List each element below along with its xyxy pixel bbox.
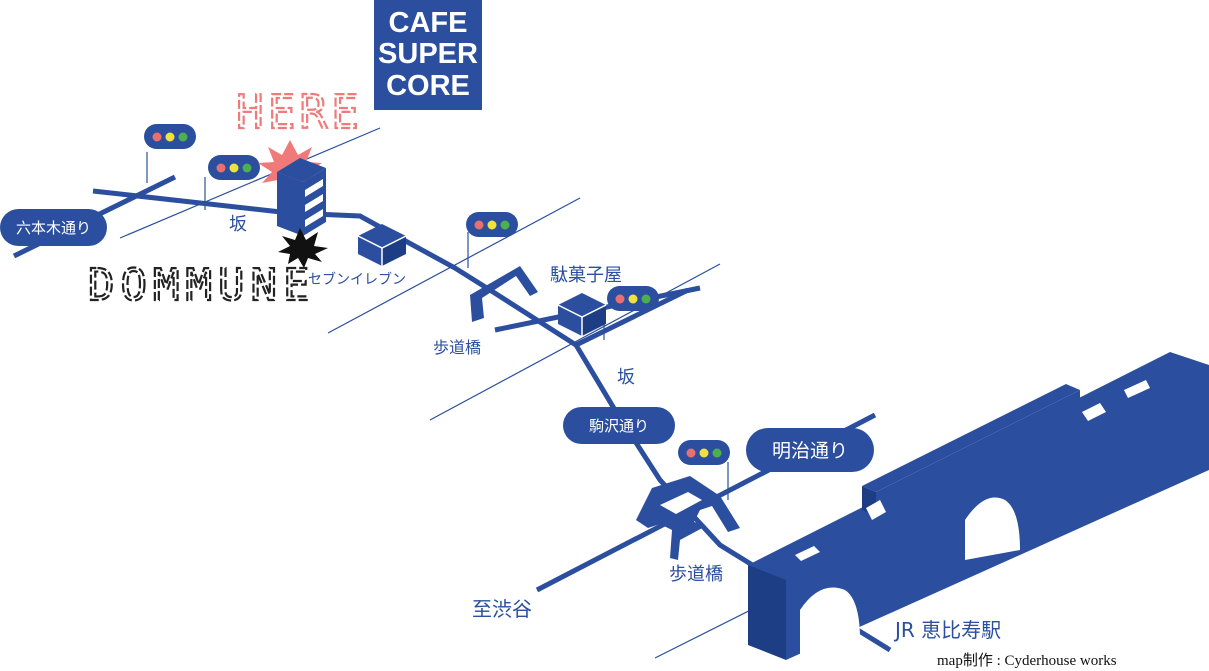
- footbridge-icon: [636, 476, 740, 560]
- side-road: [574, 287, 690, 348]
- footbridge-icon: [470, 266, 538, 322]
- train-icon: [748, 352, 1209, 660]
- to-shibuya-label: 至渋谷: [472, 597, 532, 621]
- footbridge-label-upper: 歩道橋: [433, 338, 481, 357]
- roppongi-dori-pill: 六本木通り: [0, 209, 107, 246]
- store-cube-icon: [357, 224, 407, 266]
- candy-shop-label: 駄菓子屋: [550, 265, 622, 286]
- dommune-label: DOMMUNE: [88, 260, 315, 311]
- logo-line3: CORE: [386, 70, 470, 102]
- map-credit: map制作 : Cyderhouse works: [937, 652, 1117, 669]
- meiji-dori-label: 明治通り: [772, 440, 848, 462]
- traffic-signal-icon: [678, 440, 730, 465]
- traffic-signal-icon: [607, 286, 659, 311]
- main-route-road: [92, 188, 892, 653]
- building-icon: [277, 158, 326, 236]
- traffic-signal-icon: [208, 155, 260, 180]
- slope-label-middle: 坂: [617, 367, 635, 388]
- logo-line1: CAFE: [389, 7, 468, 39]
- starburst-icon: [278, 228, 328, 268]
- slope-label-top: 坂: [229, 214, 247, 235]
- traffic-signal-icon: [144, 124, 196, 149]
- roppongi-dori-label: 六本木通り: [16, 219, 91, 237]
- store-cube-icon: [557, 293, 607, 336]
- komazawa-dori-label: 駒沢通り: [589, 417, 649, 435]
- footbridge-label-lower: 歩道橋: [669, 564, 723, 585]
- traffic-signal-icon: [466, 212, 518, 237]
- cafe-super-core-logo: CAFE SUPER CORE: [374, 0, 482, 110]
- here-label: HERE: [236, 85, 363, 139]
- logo-line2: SUPER: [378, 38, 478, 70]
- meiji-dori-pill: 明治通り: [746, 428, 874, 472]
- seven-eleven-label: セブンイレブン: [308, 271, 406, 288]
- jr-ebisu-label: JR 恵比寿駅: [893, 618, 1001, 642]
- komazawa-dori-pill: 駒沢通り: [563, 407, 675, 444]
